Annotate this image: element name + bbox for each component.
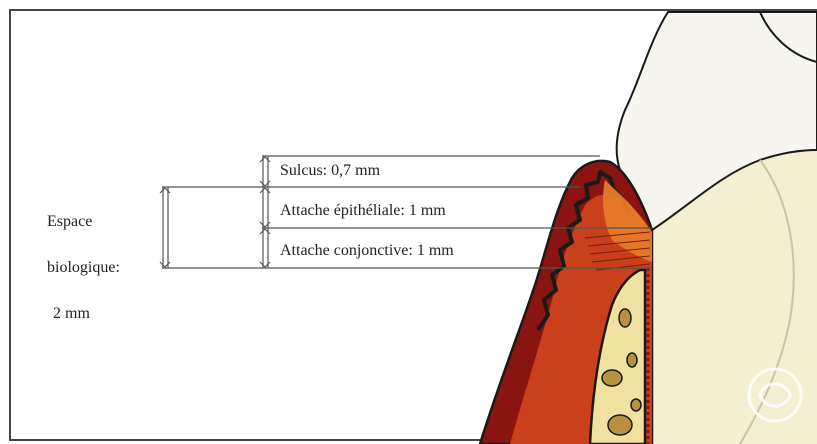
connective-attachment-label: Attache conjonctive: 1 mm — [280, 242, 454, 260]
biological-width-line1: Espace — [47, 210, 120, 233]
biological-width-line3: 2 mm — [47, 302, 120, 325]
sulcus-label: Sulcus: 0,7 mm — [280, 162, 380, 180]
epithelial-attachment-label: Attache épithéliale: 1 mm — [280, 202, 446, 220]
biological-width-line2: biologique: — [47, 256, 120, 279]
biological-width-label: Espace biologique: 2 mm — [47, 187, 120, 348]
